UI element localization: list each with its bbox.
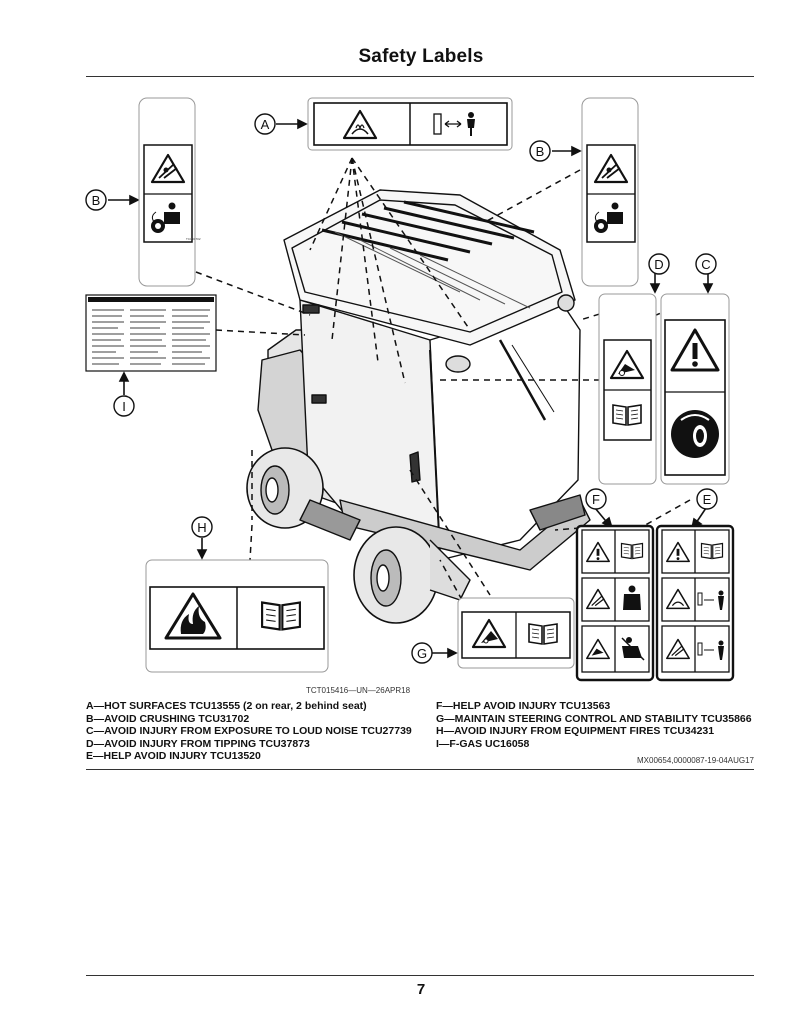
legend-left: A—HOT SURFACES TCU13555 (2 on rear, 2 be… xyxy=(86,700,412,763)
doc-reference: MX00654,0000087-19-04AUG17 xyxy=(637,756,754,765)
tipping-icon xyxy=(586,638,610,660)
label-b-left-avoid-crushing: TCU31702 xyxy=(138,97,201,287)
label-e-help-avoid-injury xyxy=(655,524,735,682)
legend-item-a: A—HOT SURFACES TCU13555 (2 on rear, 2 be… xyxy=(86,700,367,712)
legend-right: F—HELP AVOID INJURY TCU13563 G—MAINTAIN … xyxy=(436,700,752,750)
fire-icon xyxy=(164,592,222,640)
hot-surface-icon xyxy=(342,109,378,140)
callout-c: C xyxy=(701,257,710,272)
legend-item-h: H—AVOID INJURY FROM EQUIPMENT FIRES TCU3… xyxy=(436,725,715,737)
crush-icon xyxy=(586,588,610,610)
top-rule xyxy=(86,76,754,77)
footer-rule xyxy=(86,975,754,976)
svg-text:TCU31702: TCU31702 xyxy=(186,237,201,241)
alert-triangle-icon xyxy=(670,328,720,372)
legend-item-i: I—F-GAS UC16058 xyxy=(436,737,530,750)
label-i-f-gas xyxy=(85,294,217,372)
alert-triangle-icon xyxy=(666,541,690,563)
keep-away-icon xyxy=(697,640,724,660)
crush-icon xyxy=(666,638,690,660)
operator-seat-icon xyxy=(151,202,180,233)
operator-seat-icon xyxy=(594,202,623,233)
legend-item-f: F—HELP AVOID INJURY TCU13563 xyxy=(436,700,611,712)
legend-item-b: B—AVOID CRUSHING TCU31702 xyxy=(86,712,250,725)
label-c-loud-noise xyxy=(660,293,730,485)
alert-triangle-icon xyxy=(586,541,610,563)
safety-label-figure: A B B D C F E G H I xyxy=(85,97,735,682)
callout-f: F xyxy=(592,492,600,507)
callout-g: G xyxy=(417,646,427,661)
callout-h: H xyxy=(197,520,206,535)
label-g-steering-control xyxy=(457,597,575,669)
page-number: 7 xyxy=(416,981,426,998)
hearing-protection-icon xyxy=(671,410,719,458)
label-d-avoid-tipping xyxy=(598,293,657,485)
label-a-hot-surfaces xyxy=(307,97,513,151)
keep-away-icon xyxy=(697,590,724,610)
legend-item-d: D—AVOID INJURY FROM TIPPING TCU37873 xyxy=(86,737,310,750)
section-rule xyxy=(86,769,754,770)
callout-b-left: B xyxy=(92,193,101,208)
crush-icon xyxy=(593,153,629,184)
legend-item-c: C—AVOID INJURY FROM EXPOSURE TO LOUD NOI… xyxy=(86,725,412,737)
callout-e: E xyxy=(703,492,712,507)
callout-d: D xyxy=(654,257,663,272)
crush-icon xyxy=(150,153,186,184)
callout-i: I xyxy=(122,399,126,414)
page-title: Safety Labels xyxy=(358,46,484,67)
label-f-help-avoid-injury xyxy=(575,524,655,682)
leader-lines xyxy=(195,157,691,601)
callout-circles xyxy=(85,113,718,664)
callout-b-right: B xyxy=(536,144,545,159)
tipping-icon xyxy=(471,618,507,649)
cab-machine xyxy=(246,189,591,624)
label-b-right-avoid-crushing xyxy=(581,97,639,287)
figure-id: TCT015416—UN—26APR18 xyxy=(306,686,411,695)
operator-seat-icon xyxy=(623,585,641,610)
legend-item-e: E—HELP AVOID INJURY TCU13520 xyxy=(86,750,261,762)
tipping-icon xyxy=(609,349,645,380)
keep-away-icon xyxy=(433,112,475,136)
operator-seat-icon xyxy=(621,637,645,661)
hot-surface-icon xyxy=(666,588,690,610)
legend-item-g: G—MAINTAIN STEERING CONTROL AND STABILIT… xyxy=(436,712,752,725)
callout-a: A xyxy=(261,117,270,132)
label-h-equipment-fires xyxy=(145,559,329,673)
